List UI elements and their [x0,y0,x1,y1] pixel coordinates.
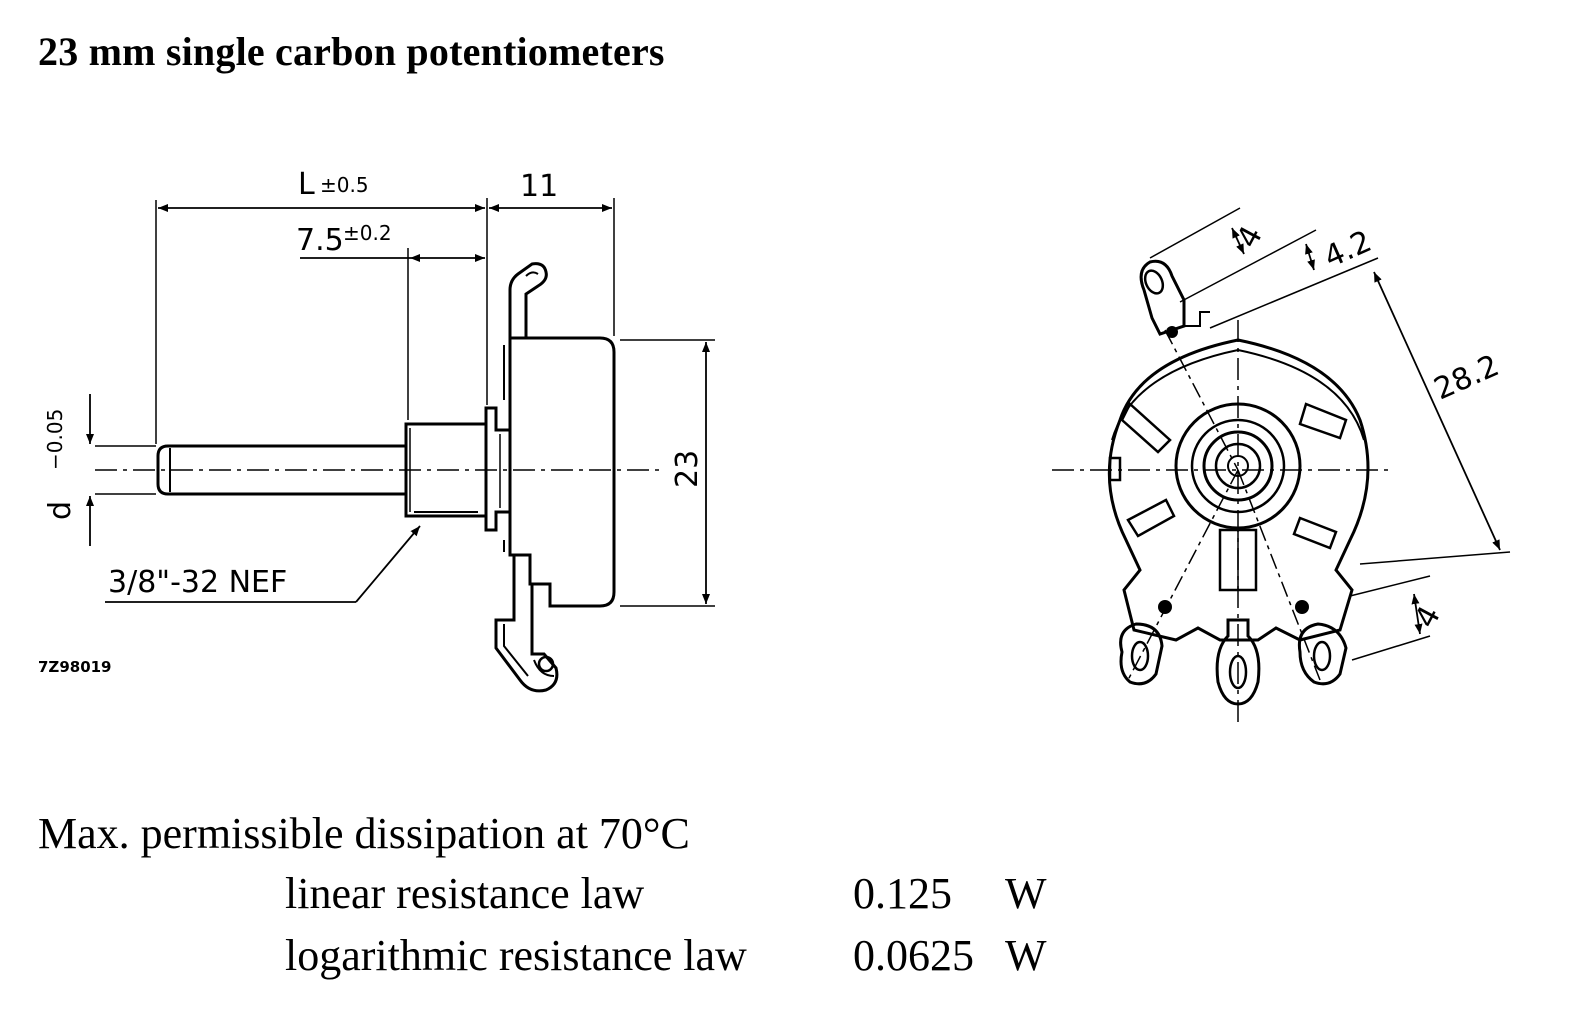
front-left-terminal [1119,622,1164,686]
spec-row-value: 0.0625 [853,931,974,980]
dim-7-5-label: 7.5 [296,223,344,258]
front-view-labels: 4 4.2 28.2 4 [1230,220,1504,633]
dim-L-label: L [298,167,315,202]
dim-23-label: 23 [670,450,705,488]
side-view [86,198,715,693]
page-title: 23 mm single carbon potentiometers [38,29,665,74]
dim-d-label: d [43,501,78,520]
dim-7-5-tolerance: ±0.2 [343,221,392,245]
spec-row-unit: W [1005,869,1047,918]
spec-row-value: 0.125 [853,869,952,918]
thread-label: 3/8"-32 NEF [108,565,287,600]
thread-leader [355,525,421,603]
front-right-terminal [1297,622,1348,686]
front-top-terminal [1139,259,1186,336]
dim-4-top-label: 4 [1230,220,1270,253]
front-body [1107,338,1370,642]
dim-line-4-bottom [1411,593,1423,635]
dim-L-tolerance: ±0.5 [320,173,369,197]
upper-terminal [508,262,548,338]
dissipation-heading: Max. permissible dissipation at 70°C [38,809,690,858]
dim-line-4-top [1231,227,1245,255]
dim-28-2-label: 28.2 [1429,348,1504,407]
spec-row-unit: W [1005,931,1047,980]
dim-4-bottom-label: 4 [1408,600,1448,633]
housing [508,336,616,608]
dim-11-label: 11 [520,169,558,204]
lower-terminal [494,555,559,693]
shaft [156,444,408,496]
drawing-code: 7Z98019 [38,658,112,676]
mounting-flange [484,406,512,532]
dim-line-28-2 [1373,271,1501,551]
front-view [1052,207,1511,722]
dim-d-tolerance: −0.05 [43,409,67,470]
front-center-terminal [1215,618,1261,706]
spec-row-label: logarithmic resistance law [285,931,747,980]
side-view-labels: L ±0.5 11 7.5 ±0.2 23 d −0.05 3/8"-32 NE… [38,167,705,676]
dim-4-2-label: 4.2 [1319,224,1377,275]
spec-row-label: linear resistance law [285,869,645,918]
dim-line-4-2 [1305,243,1315,271]
